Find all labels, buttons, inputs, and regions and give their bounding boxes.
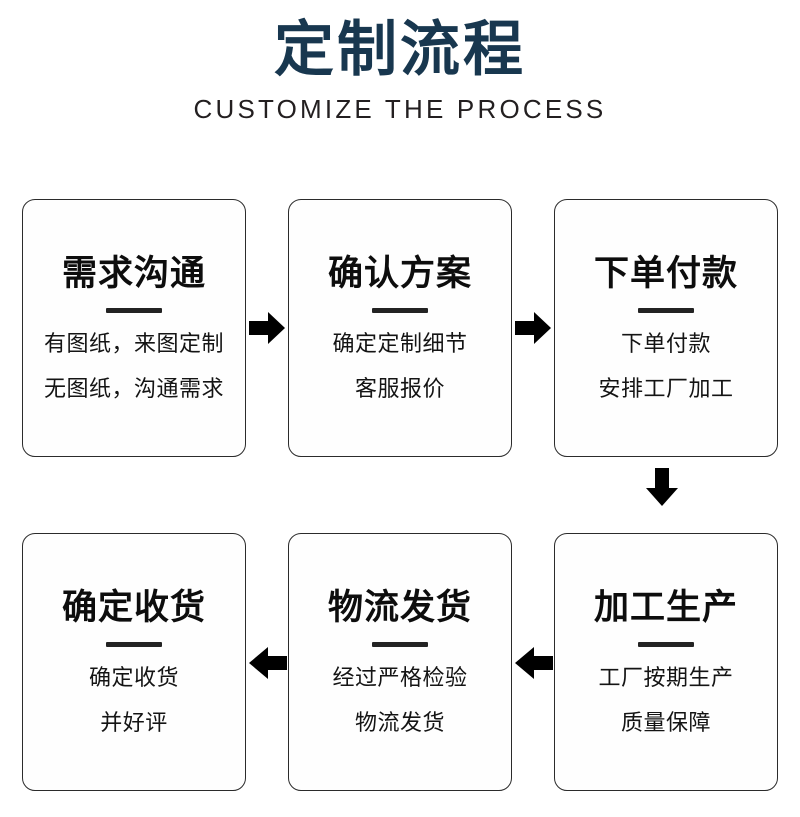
step-title: 物流发货 bbox=[327, 587, 472, 627]
step-divider bbox=[106, 642, 162, 648]
step-divider bbox=[638, 642, 694, 648]
page-header: 定制流程 CUSTOMIZE THE PROCESS bbox=[0, 0, 800, 123]
process-step-card-5: 物流发货 经过严格检验 物流发货 bbox=[288, 533, 512, 791]
step-detail-line: 确定收货 bbox=[88, 665, 179, 691]
step-detail-line: 客服报价 bbox=[354, 376, 445, 402]
process-step-card-2: 确认方案 确定定制细节 客服报价 bbox=[288, 199, 512, 457]
step-detail-line: 有图纸，来图定制 bbox=[43, 331, 224, 357]
arrow-down-icon bbox=[644, 468, 680, 506]
step-title: 需求沟通 bbox=[61, 253, 206, 293]
step-detail-line: 经过严格检验 bbox=[332, 665, 468, 691]
process-step-card-3: 下单付款 下单付款 安排工厂加工 bbox=[554, 199, 778, 457]
step-detail-line: 工厂按期生产 bbox=[598, 665, 734, 691]
step-divider bbox=[372, 642, 428, 648]
process-step-card-6: 确定收货 确定收货 并好评 bbox=[22, 533, 246, 791]
arrow-right-icon bbox=[249, 310, 285, 346]
step-title: 加工生产 bbox=[593, 587, 738, 627]
step-detail-line: 物流发货 bbox=[354, 710, 445, 736]
arrow-left-icon bbox=[515, 645, 553, 681]
step-detail-line: 下单付款 bbox=[620, 331, 711, 357]
page-title: 定制流程 bbox=[274, 16, 526, 83]
step-divider bbox=[372, 308, 428, 314]
arrow-left-icon bbox=[249, 645, 287, 681]
step-detail-line: 并好评 bbox=[100, 710, 168, 736]
step-title: 确定收货 bbox=[61, 587, 206, 627]
process-step-card-4: 加工生产 工厂按期生产 质量保障 bbox=[554, 533, 778, 791]
step-detail-line: 无图纸，沟通需求 bbox=[43, 376, 224, 402]
step-detail-line: 确定定制细节 bbox=[332, 331, 468, 357]
page-subtitle: CUSTOMIZE THE PROCESS bbox=[193, 93, 607, 124]
step-title: 确认方案 bbox=[327, 253, 472, 293]
step-detail-line: 安排工厂加工 bbox=[598, 376, 734, 402]
step-title: 下单付款 bbox=[593, 253, 738, 293]
step-divider bbox=[106, 308, 162, 314]
process-step-card-1: 需求沟通 有图纸，来图定制 无图纸，沟通需求 bbox=[22, 199, 246, 457]
step-divider bbox=[638, 308, 694, 314]
arrow-right-icon bbox=[515, 310, 551, 346]
step-detail-line: 质量保障 bbox=[620, 710, 711, 736]
